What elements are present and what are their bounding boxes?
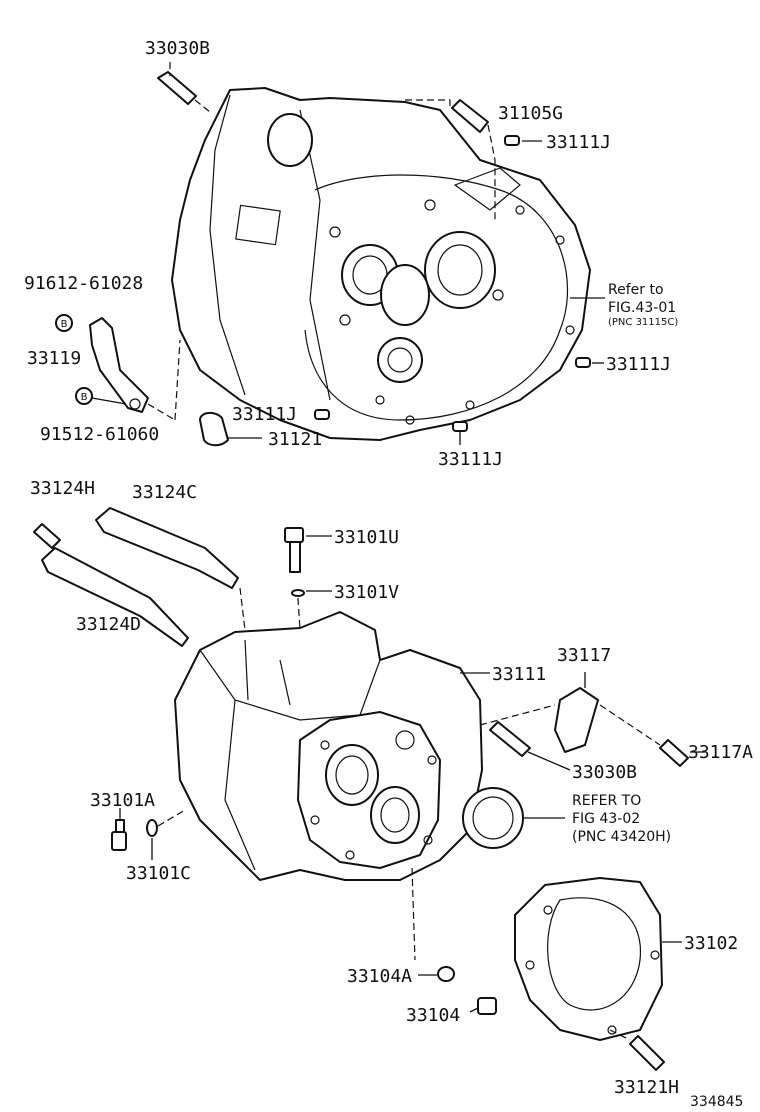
label-33104A: 33104A: [347, 966, 412, 987]
pin-33111J-c: [452, 421, 468, 432]
bolt-33121H: [629, 1035, 665, 1071]
label-33102: 33102: [684, 933, 738, 954]
gasket-33101C: [146, 819, 158, 837]
seal-33104A: [437, 966, 455, 982]
leader-33117A: [599, 704, 661, 746]
pin-33111J-d: [575, 357, 591, 368]
gasket-33101V: [291, 589, 305, 597]
label-33121H: 33121H: [614, 1077, 679, 1098]
transaxle-housing-upper: [171, 87, 591, 441]
label-33117A: 33117A: [688, 742, 753, 763]
refer-mid-line2: FIG 43-02: [572, 811, 640, 827]
nut-91612-61028: B: [55, 314, 73, 332]
label-33124C: 33124C: [132, 482, 197, 503]
leader-drain: [157, 809, 186, 827]
bearing-ring: [462, 787, 524, 849]
bracket-33119: [89, 317, 149, 413]
pin-33111J-b: [314, 409, 330, 420]
leader-plug-down: [297, 597, 301, 631]
label-33104: 33104: [406, 1005, 460, 1026]
label-31121: 31121: [268, 429, 322, 450]
leader-bracket-case: [479, 704, 556, 726]
plug-33101A: [111, 819, 127, 851]
refer-mid-line1: REFER TO: [572, 793, 641, 809]
refer-top-line2: FIG.43-01: [608, 300, 676, 316]
bolt-33117A: [659, 739, 689, 767]
bolt-33124H: [33, 523, 61, 549]
badge-b-bottom: B: [81, 392, 88, 403]
bolt-31105G: [451, 99, 489, 133]
leader-33121H: [609, 1029, 631, 1041]
refer-top-line3: (PNC 31115C): [608, 317, 678, 328]
label-33124H: 33124H: [30, 478, 95, 499]
label-91512-61060: 91512-61060: [40, 424, 159, 445]
label-33111J-b: 33111J: [232, 404, 297, 425]
label-33111J-d: 33111J: [606, 354, 671, 375]
label-33101U: 33101U: [334, 527, 399, 548]
leader-33030B-top: [169, 62, 211, 113]
leader-31105G: [405, 99, 496, 220]
plug-33104: [477, 997, 497, 1015]
badge-b-top: B: [61, 319, 68, 330]
label-33111: 33111: [492, 664, 546, 685]
pin-33111J-a: [504, 135, 520, 146]
refer-mid-line3: (PNC 43420H): [572, 829, 671, 845]
label-33101A: 33101A: [90, 790, 155, 811]
leader-33104A-up: [411, 867, 416, 961]
label-33111J-a: 33111J: [546, 132, 611, 153]
leader-91512: [91, 397, 127, 405]
leader-33104: [469, 1007, 479, 1013]
label-33030B-top: 33030B: [145, 38, 210, 59]
leader-33119: [147, 339, 181, 421]
label-31105G: 31105G: [498, 103, 563, 124]
plug-33101U: [284, 527, 304, 573]
lever-33124D: [41, 547, 189, 647]
bolt-33030B-mid: [489, 721, 531, 757]
leader-levers: [239, 587, 246, 631]
refer-top-line1: Refer to: [608, 282, 664, 298]
leader-33030B-mid: [527, 751, 571, 771]
diagram-id: 334845: [690, 1094, 743, 1110]
label-33101V: 33101V: [334, 582, 399, 603]
label-91612-61028: 91612-61028: [24, 273, 143, 294]
bolt-33030B-top: [157, 71, 197, 105]
lever-33124C: [95, 507, 239, 589]
label-33111J-c: 33111J: [438, 449, 503, 470]
label-33101C: 33101C: [126, 863, 191, 884]
bracket-33117: [554, 687, 599, 753]
label-33030B-mid: 33030B: [572, 762, 637, 783]
label-33124D: 33124D: [76, 614, 141, 635]
nut-91512-61060: B: [75, 387, 93, 405]
plug-31121: [199, 412, 229, 447]
label-33117: 33117: [557, 645, 611, 666]
label-33119: 33119: [27, 348, 81, 369]
transaxle-case-lower: [174, 611, 483, 881]
cover-33102: [514, 877, 663, 1041]
